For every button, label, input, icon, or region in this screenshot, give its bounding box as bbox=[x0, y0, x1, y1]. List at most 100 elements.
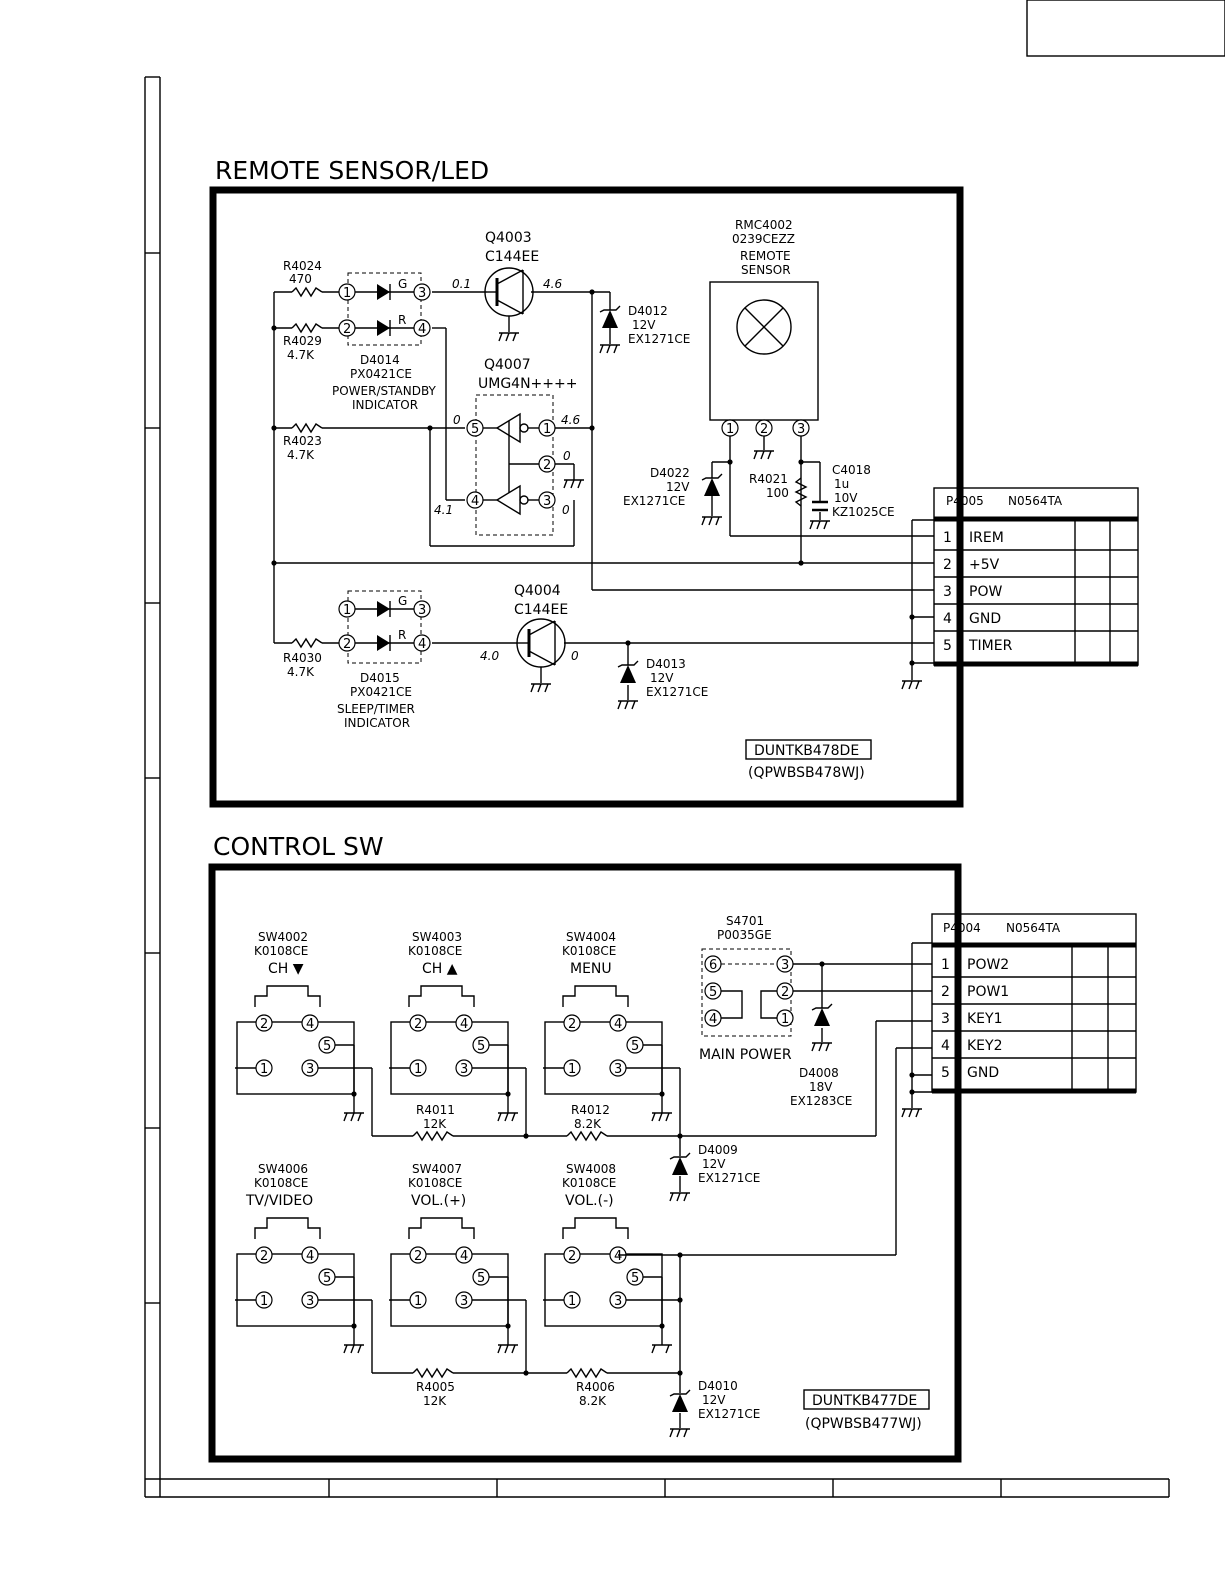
d4008-ref: D4008 bbox=[799, 1066, 839, 1080]
connector-p4005 bbox=[933, 487, 1139, 667]
r4030-value: 4.7K bbox=[287, 665, 315, 679]
d4022-part: EX1271CE bbox=[623, 494, 685, 508]
svg-text:1: 1 bbox=[260, 1294, 268, 1309]
p4004-part: N0564TA bbox=[1006, 921, 1061, 935]
control-board-code: DUNTKB477DE bbox=[812, 1393, 917, 1409]
remote-section-title: REMOTE SENSOR/LED bbox=[215, 156, 489, 185]
rmc4002-part: 0239CEZZ bbox=[732, 232, 795, 246]
d4015-led-symbol: 1 2 3 4 bbox=[338, 590, 431, 664]
p4005-ref: P4005 bbox=[946, 494, 984, 508]
sw4002-part: K0108CE bbox=[254, 944, 308, 958]
d4022-ref: D4022 bbox=[650, 466, 690, 480]
q4007-p4-voltage: 4.1 bbox=[434, 503, 453, 517]
svg-text:1: 1 bbox=[414, 1294, 422, 1309]
svg-text:2: 2 bbox=[414, 1249, 422, 1264]
r4006-ref: R4006 bbox=[576, 1380, 615, 1394]
connector-p4004 bbox=[931, 913, 1137, 1094]
sw4006-function: TV/VIDEO bbox=[245, 1193, 313, 1209]
d4008-voltage: 18V bbox=[809, 1080, 833, 1094]
d4012-zener-symbol bbox=[599, 305, 621, 354]
svg-text:1: 1 bbox=[343, 603, 351, 618]
d4014-ref: D4014 bbox=[360, 353, 400, 367]
control-wiring bbox=[235, 942, 932, 1428]
p4005-gnd-symbol bbox=[901, 680, 922, 690]
d4013-ref: D4013 bbox=[646, 657, 686, 671]
d4010-voltage: 12V bbox=[702, 1393, 726, 1407]
svg-text:4: 4 bbox=[460, 1249, 468, 1264]
sw4002-function: CH ▼ bbox=[268, 961, 304, 977]
svg-text:3: 3 bbox=[614, 1062, 622, 1077]
svg-text:1: 1 bbox=[543, 422, 551, 437]
r4011-value: 12K bbox=[423, 1117, 447, 1131]
d4015-g-label: G bbox=[398, 594, 407, 608]
q4007-p1-voltage: 4.6 bbox=[561, 413, 580, 427]
q4003-in-voltage: 0.1 bbox=[452, 277, 471, 291]
p4004-pin-number: 3 bbox=[941, 1011, 950, 1027]
d4010-ref: D4010 bbox=[698, 1379, 738, 1393]
d4014-function: POWER/STANDBY bbox=[332, 384, 437, 398]
r4024-value: 470 bbox=[289, 272, 312, 286]
q4007-part: UMG4N++++ bbox=[478, 376, 577, 392]
svg-text:4: 4 bbox=[614, 1249, 622, 1264]
rmc4002-sensor-symbol: 1 2 3 bbox=[709, 281, 819, 460]
q4007-ic-symbol: 5 1 2 4 3 bbox=[466, 394, 584, 536]
d4009-ref: D4009 bbox=[698, 1143, 738, 1157]
sw4006-part: K0108CE bbox=[254, 1176, 308, 1190]
remote-wiring bbox=[271, 289, 934, 700]
svg-text:3: 3 bbox=[614, 1294, 622, 1309]
sw4004-ref: SW4004 bbox=[566, 930, 616, 944]
svg-text:3: 3 bbox=[543, 494, 551, 509]
p4005-pin-signal: POW bbox=[969, 584, 1002, 600]
p4005-pin-number: 5 bbox=[943, 638, 952, 654]
svg-text:1: 1 bbox=[414, 1062, 422, 1077]
d4009-part: EX1271CE bbox=[698, 1171, 760, 1185]
svg-text:1: 1 bbox=[343, 286, 351, 301]
p4005-pin-number: 4 bbox=[943, 611, 952, 627]
p4004-pin-signal: POW2 bbox=[967, 957, 1009, 973]
switch-sw4008: 2 4 5 1 3 bbox=[544, 1217, 680, 1354]
remote-board-code-box bbox=[745, 739, 872, 760]
d4014-g-label: G bbox=[398, 277, 407, 291]
remote-board-code: DUNTKB478DE bbox=[754, 743, 859, 759]
p4005-pin-signal: GND bbox=[969, 611, 1001, 627]
svg-text:3: 3 bbox=[781, 958, 789, 973]
q4007-p5-voltage: 0 bbox=[453, 413, 461, 427]
svg-text:3: 3 bbox=[460, 1062, 468, 1077]
d4012-ref: D4012 bbox=[628, 304, 668, 318]
r4006-value: 8.2K bbox=[579, 1394, 607, 1408]
r4024-ref: R4024 bbox=[283, 259, 322, 273]
svg-text:1: 1 bbox=[781, 1012, 789, 1027]
svg-text:2: 2 bbox=[414, 1017, 422, 1032]
control-board-code-alt: (QPWBSB477WJ) bbox=[805, 1416, 922, 1432]
sw4008-ref: SW4008 bbox=[566, 1162, 616, 1176]
svg-text:2: 2 bbox=[781, 985, 789, 1000]
s4701-switch-symbol: 6 5 4 3 2 1 bbox=[701, 948, 794, 1037]
p4005-pin-number: 3 bbox=[943, 584, 952, 600]
d4013-zener-symbol bbox=[617, 660, 639, 710]
svg-text:5: 5 bbox=[477, 1039, 485, 1054]
r4005-value: 12K bbox=[423, 1394, 447, 1408]
page-frame bbox=[144, 0, 1225, 1498]
p4004-pin-number: 2 bbox=[941, 984, 950, 1000]
r4012-ref: R4012 bbox=[571, 1103, 610, 1117]
svg-text:4: 4 bbox=[306, 1017, 314, 1032]
svg-text:5: 5 bbox=[477, 1271, 485, 1286]
r4023-ref: R4023 bbox=[283, 434, 322, 448]
d4015-part: PX0421CE bbox=[350, 685, 412, 699]
r4005-ref: R4005 bbox=[416, 1380, 455, 1394]
d4015-function: SLEEP/TIMER bbox=[337, 702, 415, 716]
svg-text:3: 3 bbox=[418, 603, 426, 618]
svg-text:1: 1 bbox=[568, 1294, 576, 1309]
svg-text:2: 2 bbox=[760, 422, 768, 437]
sw4003-part: K0108CE bbox=[408, 944, 462, 958]
svg-text:2: 2 bbox=[568, 1017, 576, 1032]
p4005-pin-signal: TIMER bbox=[968, 638, 1013, 654]
svg-text:5: 5 bbox=[323, 1039, 331, 1054]
d4010-zener-symbol bbox=[669, 1389, 691, 1438]
svg-text:4: 4 bbox=[614, 1017, 622, 1032]
remote-board-outline bbox=[209, 186, 964, 808]
d4008-zener-symbol bbox=[811, 1003, 833, 1052]
d4015-ref: D4015 bbox=[360, 671, 400, 685]
s4701-part: P0035GE bbox=[717, 928, 772, 942]
